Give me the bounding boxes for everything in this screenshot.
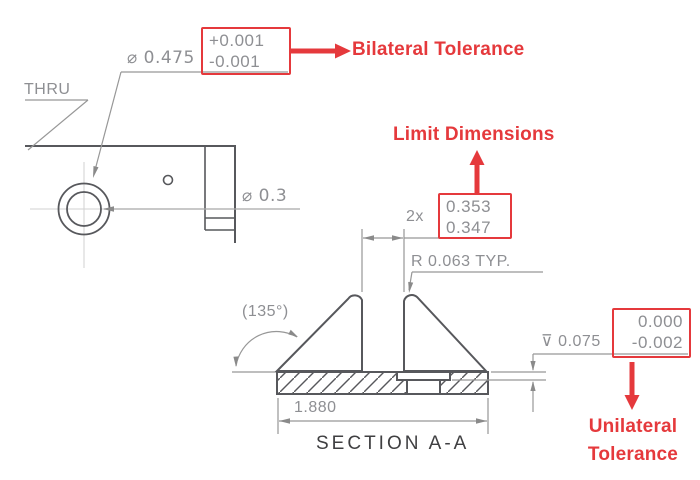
slot-quantity-prefix: 2x bbox=[406, 208, 424, 225]
bilateral-upper-value: +0.001 bbox=[209, 31, 265, 50]
angle-dimension: (135°) bbox=[242, 303, 289, 320]
depth-symbol-icon: ⊽ bbox=[541, 331, 554, 350]
unilateral-upper-value: 0.000 bbox=[637, 312, 683, 331]
limit-upper-value: 0.353 bbox=[446, 197, 492, 216]
unilateral-tolerance-label-line2: Tolerance bbox=[587, 444, 679, 465]
unilateral-lower-value: -0.002 bbox=[631, 333, 683, 352]
leader-arrowhead bbox=[93, 166, 99, 178]
bilateral-lower-value: -0.001 bbox=[209, 52, 261, 71]
limit-dimensions-label: Limit Dimensions bbox=[393, 124, 555, 145]
base-width-dimension: 1.880 bbox=[294, 399, 337, 416]
top-view bbox=[25, 71, 300, 268]
unilateral-tolerance-box: 0.000 -0.002 bbox=[612, 308, 691, 358]
thru-label: THRU bbox=[24, 81, 71, 98]
limit-dimensions-box: 0.353 0.347 bbox=[438, 193, 512, 239]
base-plate-section bbox=[276, 371, 489, 395]
right-rib bbox=[403, 294, 489, 372]
bilateral-tolerance-box: +0.001 -0.001 bbox=[201, 27, 291, 75]
annotation-arrows bbox=[291, 43, 640, 410]
unilateral-tolerance-label-line1: Unilateral bbox=[588, 416, 678, 437]
counterbore-diameter-dimension: ⌀ 0.475 bbox=[127, 48, 195, 68]
depth-value: 0.075 bbox=[558, 333, 601, 350]
through-hole-circle bbox=[66, 191, 102, 227]
bilateral-tolerance-label: Bilateral Tolerance bbox=[352, 39, 525, 60]
small-hole-circle bbox=[162, 174, 174, 186]
hole-diameter-dimension: ⌀ 0.3 bbox=[242, 186, 288, 206]
section-view bbox=[232, 229, 688, 434]
left-rib bbox=[274, 294, 363, 372]
depth-dimension: ⊽ 0.075 bbox=[541, 331, 601, 351]
section-title: SECTION A-A bbox=[316, 433, 470, 454]
fillet-radius-note: R 0.063 TYP. bbox=[411, 253, 511, 270]
leader-arrowhead bbox=[103, 206, 114, 212]
limit-lower-value: 0.347 bbox=[446, 218, 492, 237]
